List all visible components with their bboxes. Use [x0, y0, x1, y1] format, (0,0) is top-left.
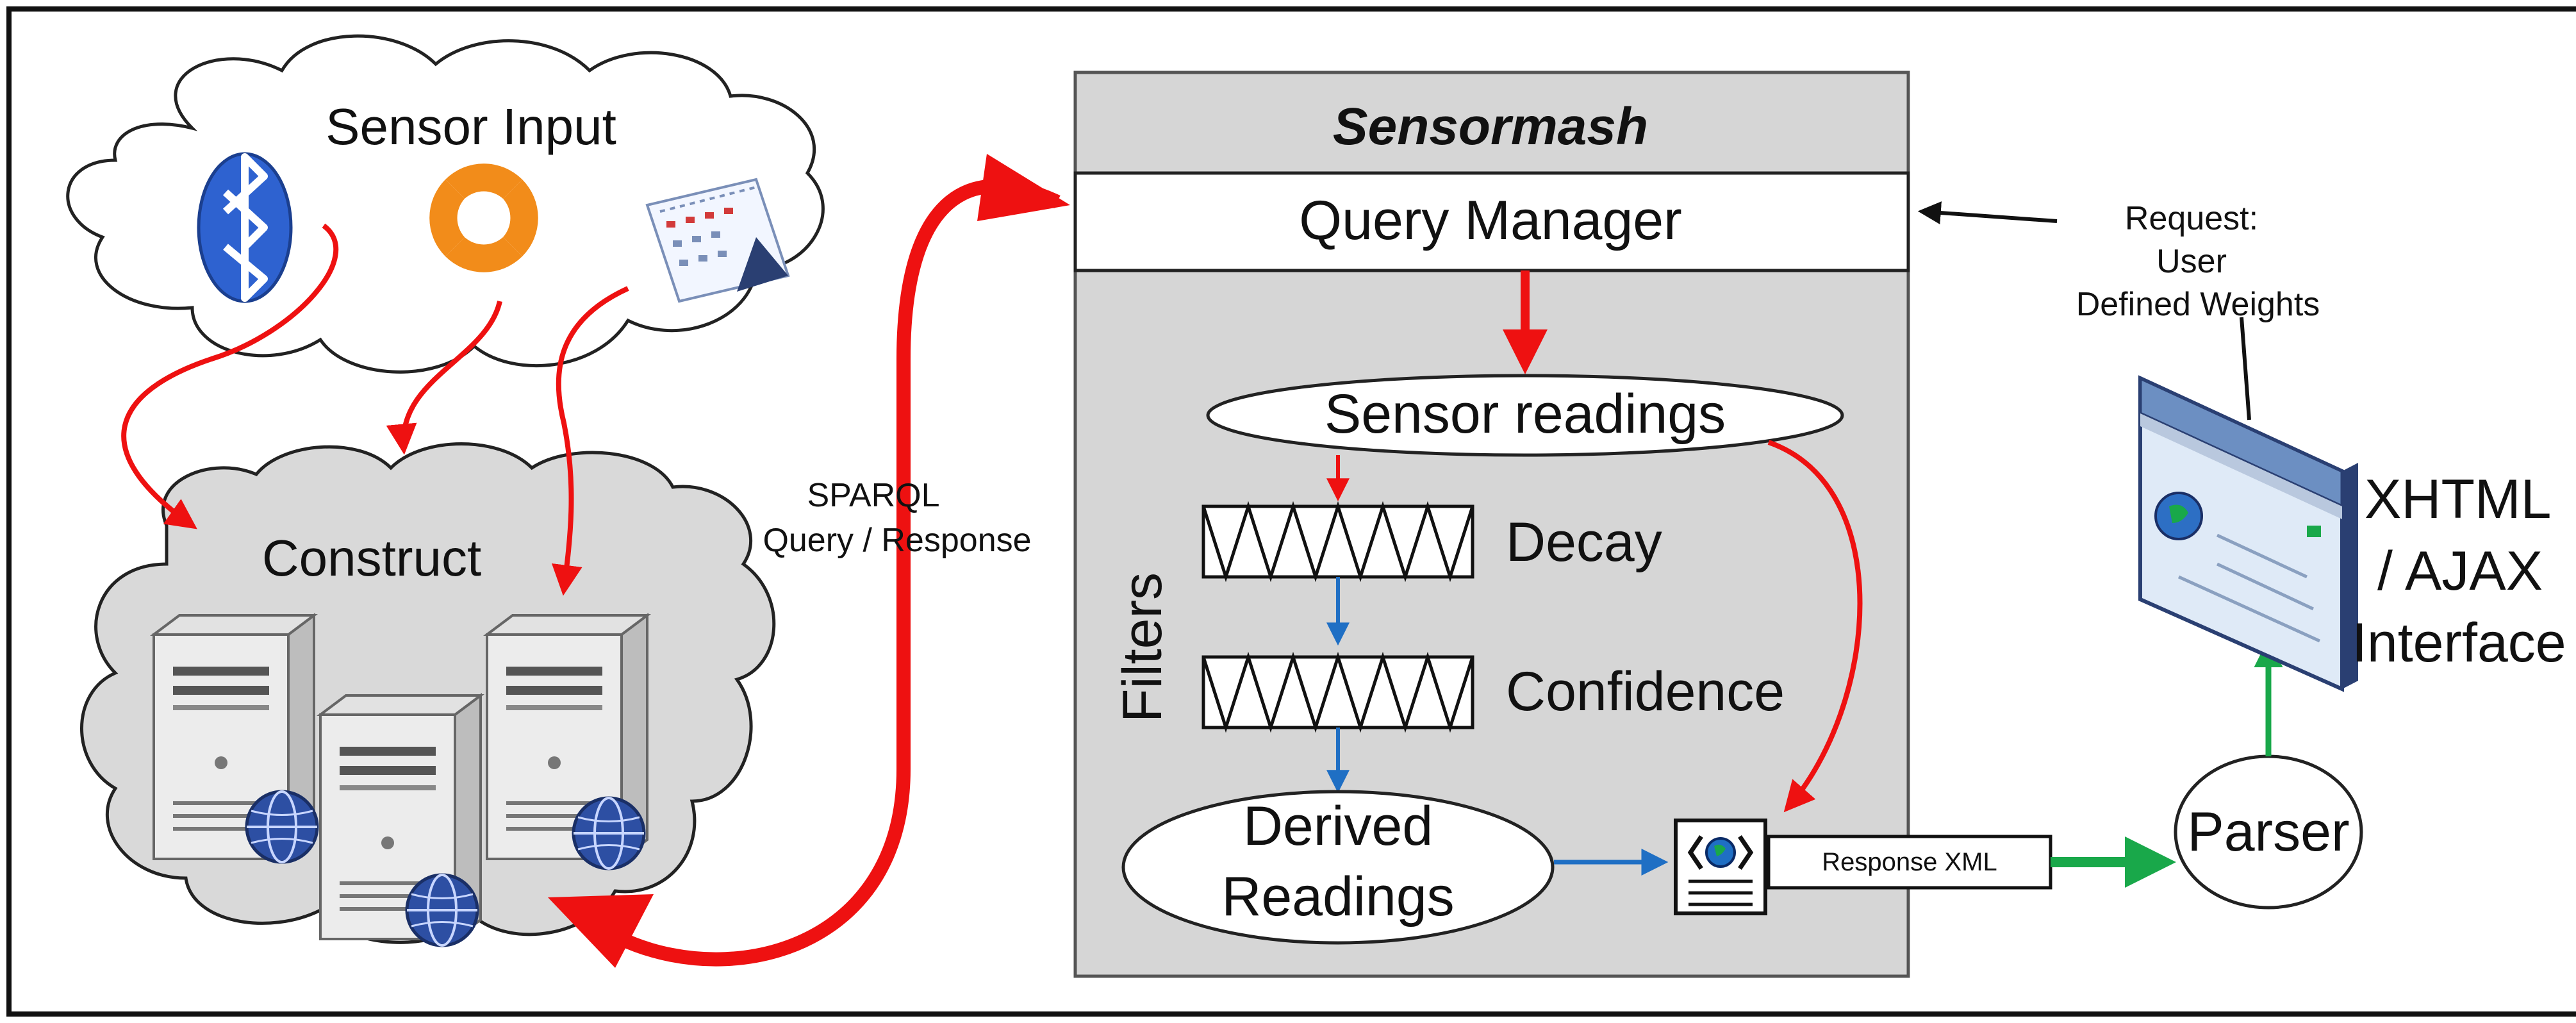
sparql-arrowhead-bottom [548, 894, 654, 968]
derived-readings-node [1121, 790, 1555, 945]
confidence-label: Confidence [1506, 661, 1785, 722]
decay-label: Decay [1506, 512, 1662, 573]
decay-filter-icon [1203, 506, 1473, 577]
server-icon-center [319, 694, 482, 945]
filters-label: Filters [1112, 572, 1173, 722]
arrow-wifi-to-construct [386, 301, 502, 455]
interface-label-line3: Interface [2352, 612, 2566, 674]
request-label-line3: Defined Weights [2076, 286, 2320, 323]
xml-document-icon [1674, 819, 1767, 915]
interface-label-line1: XHTML [2365, 469, 2551, 530]
arrow-request-to-query-manager [1917, 201, 2058, 225]
sensormash-title: Sensormash [1333, 97, 1648, 156]
derived-readings-line2: Readings [1221, 866, 1454, 927]
server-icon-left [153, 614, 317, 862]
sensor-readings-node [1206, 374, 1844, 457]
sparql-label-line2: Query / Response [763, 522, 1031, 559]
arrow-bluetooth-to-construct [121, 223, 339, 529]
sensor-input-title: Sensor Input [326, 98, 616, 155]
parser-label: Parser [2187, 801, 2349, 863]
sparql-query-response-arrow [572, 179, 1061, 967]
browser-window-icon [2138, 375, 2358, 692]
bluetooth-icon [197, 152, 293, 303]
arrow-readings-to-response-xml [1767, 440, 1863, 813]
confidence-filter-icon [1203, 657, 1473, 728]
sensor-readings-label: Sensor readings [1325, 383, 1726, 445]
calendar-icon [645, 178, 790, 303]
query-manager-box [1073, 171, 1910, 272]
sparql-arrowhead-top [977, 154, 1070, 221]
wifi-access-point-icon [429, 163, 538, 272]
request-label-line1: Request: [2125, 200, 2258, 237]
construct-title: Construct [262, 529, 481, 586]
server-icon-right [486, 614, 648, 869]
arrow-calendar-to-construct [551, 286, 629, 596]
request-label-line2: User [2156, 243, 2227, 280]
query-manager-label: Query Manager [1299, 190, 1682, 251]
request-connector-line [2240, 317, 2251, 420]
derived-readings-line1: Derived [1243, 795, 1433, 857]
response-xml-label: Response XML [1822, 848, 1997, 876]
sparql-label-line1: SPARQL [807, 477, 939, 514]
interface-label-line2: / AJAX [2377, 540, 2543, 602]
